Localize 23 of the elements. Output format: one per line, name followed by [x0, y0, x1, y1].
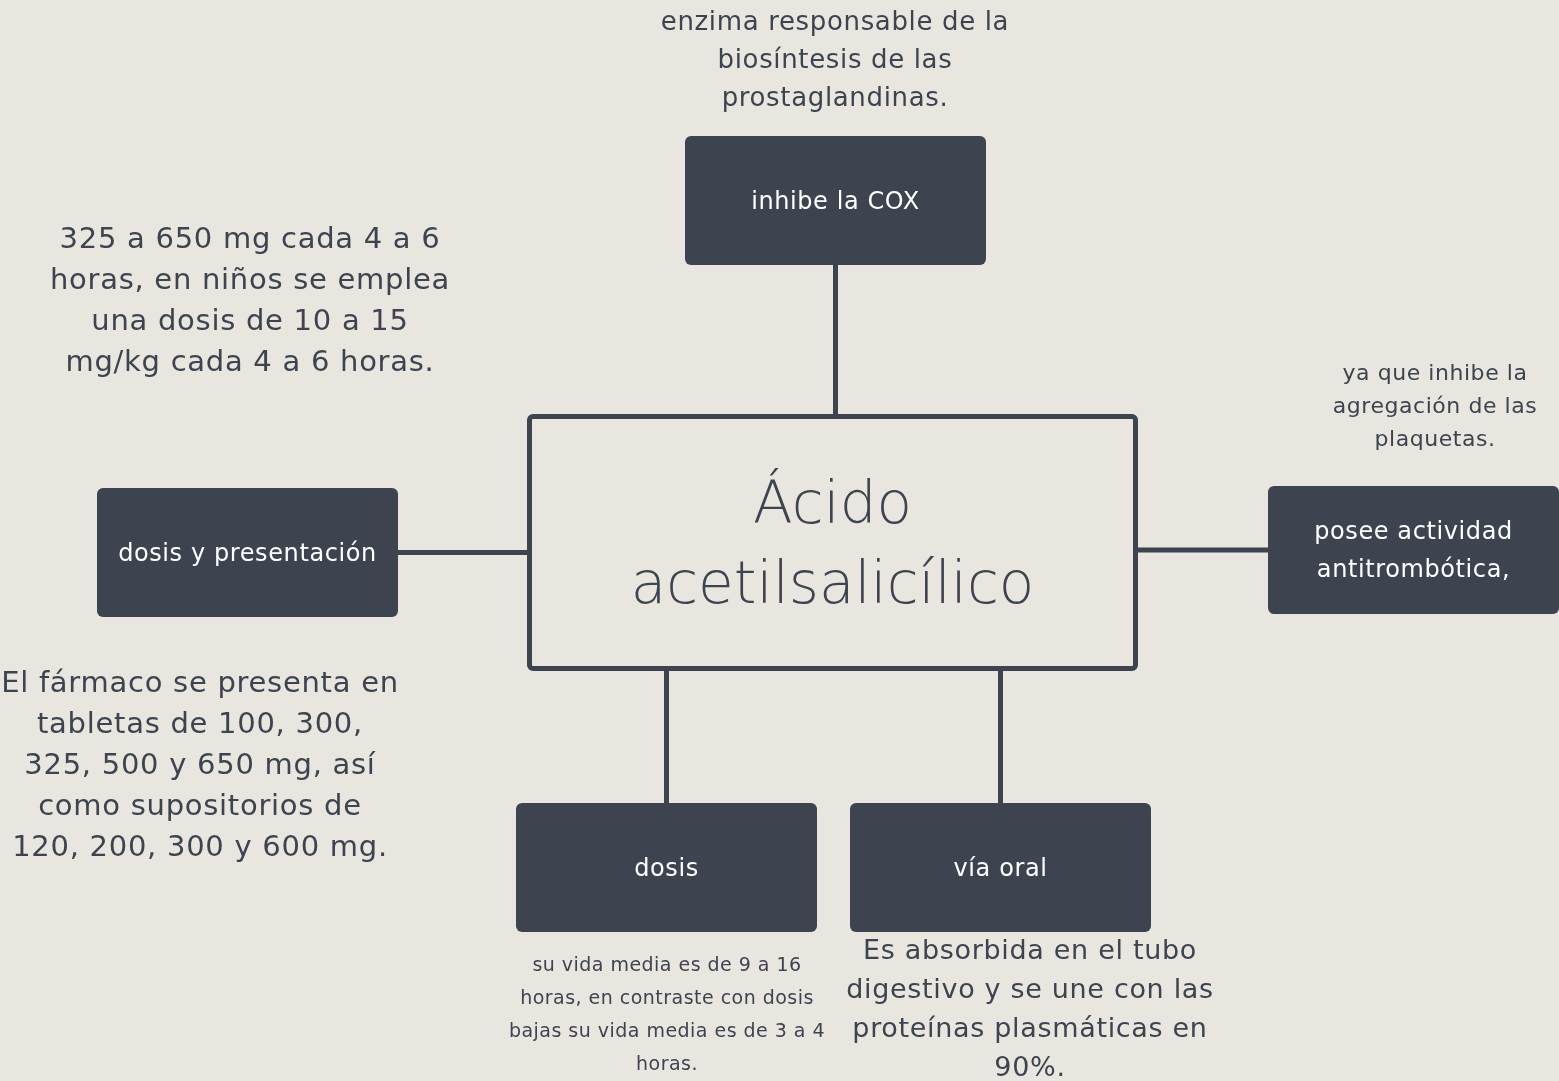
concept-box [685, 136, 986, 265]
annotation-text: su vida media es de 9 a 16 horas, en contraste con dosis bajas su vida media es de 3 a 4 horas. [507, 952, 827, 1076]
concept-box [850, 803, 1151, 932]
connector-line [998, 671, 1003, 803]
connector-line [833, 265, 838, 414]
annotation-text: ya que inhibe la agregación de las plaquetas. [1331, 359, 1539, 453]
concept-label: posee actividad antitrombótica, [1313, 516, 1514, 585]
topic-title: Ácido acetilsalicílico [629, 467, 1036, 619]
annotation-text: Es absorbida en el tubo digestivo y se une con las proteínas plasmáticas en 90%. [845, 933, 1215, 1081]
central-topic-box [527, 414, 1138, 671]
concept-label: inhibe la COX [751, 185, 920, 217]
concept-label: vía oral [953, 852, 1048, 884]
concept-box [1268, 486, 1559, 614]
concept-box [516, 803, 817, 932]
concept-box [97, 488, 398, 617]
connector-line [398, 550, 527, 555]
annotation-text: 325 a 650 mg cada 4 a 6 horas, en niños se emplea una dosis de 10 a 15 mg/kg cada 4 a 6 horas. [48, 220, 452, 380]
concept-label: dosis [634, 852, 699, 884]
annotation-text: enzima responsable de la biosíntesis de las prostaglandinas. [659, 5, 1011, 114]
connector-line [664, 671, 669, 803]
annotation-text: El fármaco se presenta en tabletas de 100, 300, 325, 500 y 650 mg, así como supositorios de 120, 200, 300 y 600 mg. [0, 664, 400, 865]
connector-line [1138, 547, 1268, 553]
concept-label: dosis y presentación [118, 537, 377, 569]
